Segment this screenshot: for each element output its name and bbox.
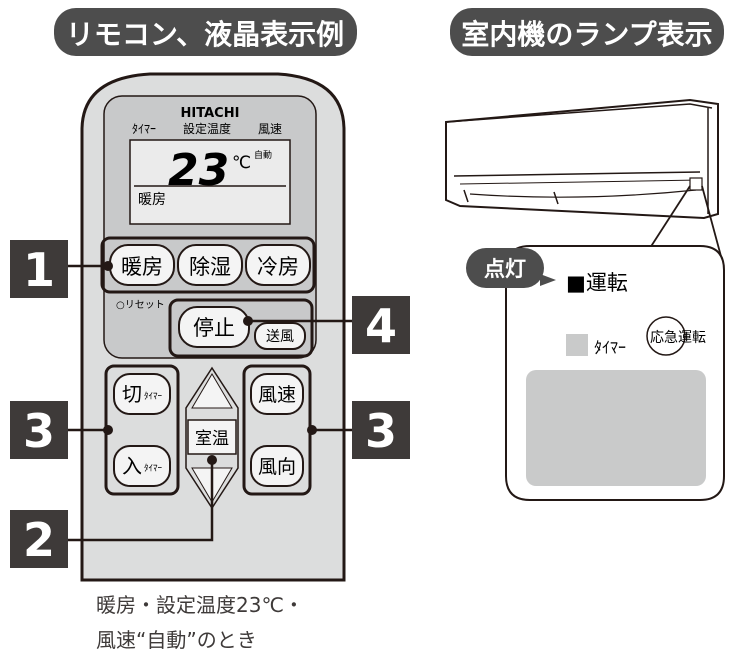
- cool-button-label: 冷房: [257, 255, 299, 279]
- callout-2-number: 2: [23, 513, 55, 567]
- callout-2: 2: [10, 455, 217, 568]
- sensor-area: [526, 370, 706, 486]
- lcd-label-timer: ﾀｲﾏｰ: [132, 122, 156, 136]
- brand-logo: HITACHI: [181, 106, 240, 121]
- timer-off-label: 切: [122, 382, 142, 406]
- lamp-zoom-panel: 点灯 ■運転 ﾀｲﾏｰ 応急運転: [466, 245, 725, 501]
- caption-line-2: 風速“自動”のとき: [96, 628, 257, 652]
- lit-badge-text: 点灯: [484, 257, 526, 281]
- fan-direction-label: 風向: [258, 456, 296, 478]
- callout-3-left: 3: [10, 401, 113, 459]
- temp-up-button[interactable]: [191, 373, 233, 409]
- fan-direction-button[interactable]: 風向: [250, 445, 304, 487]
- callout-3-right: 3: [307, 401, 410, 459]
- remote-controller: HITACHI ﾀｲﾏｰ 設定温度 風速 23 ℃ 自動 暖房 暖房 除湿 冷房…: [80, 72, 346, 582]
- fan-speed-button[interactable]: 風速: [250, 373, 304, 415]
- remote-header-badge: リモコン、液晶表示例: [54, 8, 357, 56]
- indoor-lamp-window: [689, 177, 703, 191]
- lcd-mode: 暖房: [138, 192, 166, 208]
- run-lamp-label: ■運転: [566, 271, 628, 295]
- callout-1: 1: [10, 240, 113, 298]
- lcd-unit: ℃: [232, 153, 251, 173]
- indoor-header-text: 室内機のランプ表示: [461, 18, 712, 51]
- lcd-fan-auto: 自動: [254, 149, 272, 161]
- remote-header-text: リモコン、液晶表示例: [66, 18, 344, 51]
- callout-1-number: 1: [23, 243, 55, 297]
- lcd-label-settemp: 設定温度: [183, 121, 231, 136]
- heat-button[interactable]: 暖房: [109, 244, 175, 286]
- stop-group-outline: [168, 298, 314, 358]
- callout-4-number: 4: [365, 299, 397, 353]
- emergency-button[interactable]: [646, 316, 686, 356]
- timer-lamp-indicator: [566, 334, 588, 356]
- fan-only-button[interactable]: 送風: [254, 322, 306, 350]
- lcd-label-fan: 風速: [258, 122, 282, 136]
- emergency-label: 応急運転: [650, 330, 706, 346]
- callout-3-left-number: 3: [23, 404, 55, 458]
- timer-lamp-label: ﾀｲﾏｰ: [594, 338, 626, 357]
- timer-off-sublabel: ﾀｲﾏｰ: [144, 391, 163, 402]
- lcd-temperature: 23: [168, 145, 229, 196]
- timer-off-button[interactable]: 切 ﾀｲﾏｰ: [113, 373, 171, 415]
- callout-4: 4: [243, 296, 410, 354]
- reset-label[interactable]: ○リセット: [116, 299, 165, 311]
- timer-on-button[interactable]: 入 ﾀｲﾏｰ: [113, 445, 171, 487]
- caption-line-1: 暖房・設定温度23℃・: [96, 593, 304, 617]
- lcd-screen: [129, 139, 291, 225]
- stop-button[interactable]: 停止: [178, 306, 250, 348]
- dehumidify-button-label: 除湿: [189, 255, 231, 279]
- stop-button-label: 停止: [193, 316, 235, 340]
- cool-button[interactable]: 冷房: [245, 244, 311, 286]
- timer-on-label: 入: [122, 454, 142, 478]
- fan-only-button-label: 送風: [266, 329, 294, 345]
- heat-button-label: 暖房: [121, 255, 163, 279]
- dehumidify-button[interactable]: 除湿: [177, 244, 243, 286]
- room-temp-label: 室温: [195, 429, 229, 449]
- timer-on-sublabel: ﾀｲﾏｰ: [144, 463, 163, 474]
- fan-speed-label: 風速: [258, 384, 296, 406]
- callout-3-right-number: 3: [365, 404, 397, 458]
- indoor-header-badge: 室内機のランプ表示: [450, 8, 724, 56]
- indoor-unit: [445, 98, 719, 220]
- lit-badge: 点灯: [466, 248, 544, 288]
